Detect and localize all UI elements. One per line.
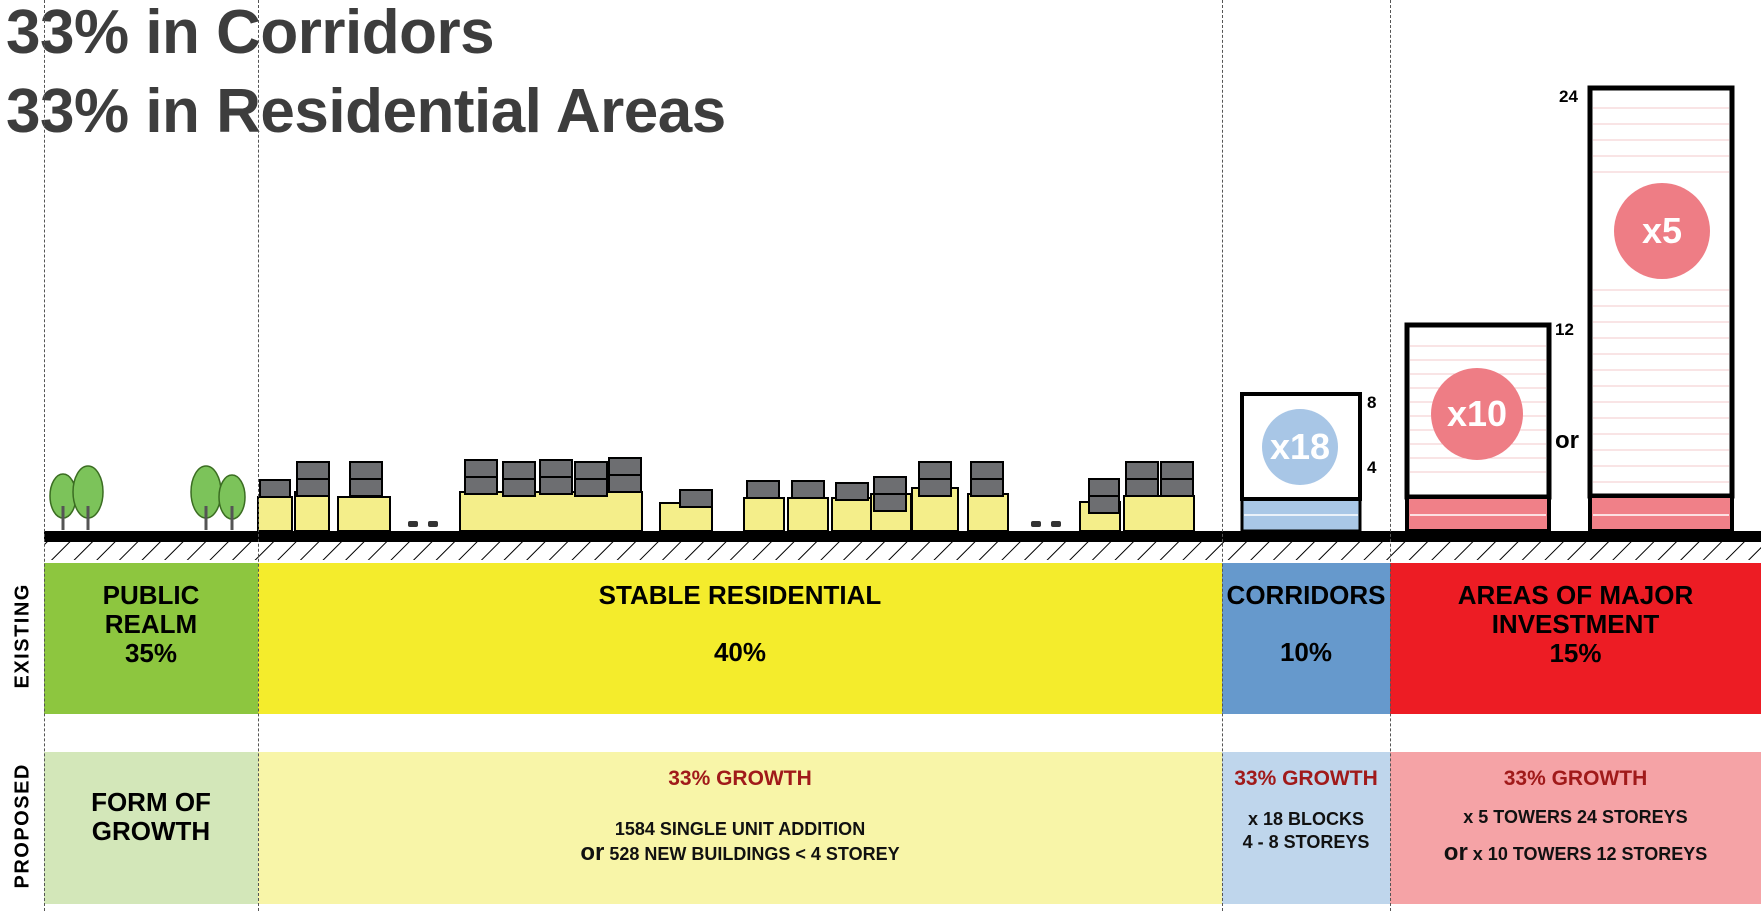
- storey-label-12: 12: [1555, 320, 1574, 339]
- house: [257, 496, 293, 532]
- side-label-proposed: PROPOSED: [11, 763, 34, 889]
- divider-line: [44, 0, 45, 911]
- divider-line: [1222, 0, 1223, 911]
- title-residential: 33% in Residential Areas: [6, 77, 726, 146]
- proposed-corridors-line1: x 18 BLOCKS: [1247, 809, 1365, 829]
- house: [743, 497, 785, 532]
- or-text: or: [1443, 839, 1468, 866]
- proposed-residential-line2: or 528 NEW BUILDINGS < 4 STOREY: [580, 839, 900, 866]
- or-text: or: [580, 839, 605, 866]
- existing-stable-residential-label: STABLE RESIDENTIAL: [598, 580, 882, 610]
- proposed-major-investment-line2: or x 10 TOWERS 12 STOREYS: [1443, 839, 1708, 866]
- existing-corridors-label: CORRIDORS: [1226, 580, 1386, 610]
- existing-corridors-percent: 10%: [1279, 637, 1333, 667]
- title-corridors: 33% in Corridors: [6, 0, 495, 67]
- proposed-major-investment-line1: x 5 TOWERS 24 STOREYS: [1463, 807, 1688, 827]
- existing-stable-residential-percent: 40%: [713, 637, 767, 667]
- house: [967, 493, 1009, 532]
- house: [1123, 495, 1195, 532]
- existing-corridors-band: [1222, 563, 1390, 714]
- tower-24-storeys: [1587, 85, 1735, 533]
- multiplier-x5-bubble: x5: [1614, 183, 1710, 279]
- storey-label-8: 8: [1367, 393, 1377, 412]
- house-row: [459, 491, 643, 532]
- or-label: or: [1555, 427, 1579, 454]
- side-label-existing: EXISTING: [11, 583, 34, 689]
- divider-line: [258, 0, 259, 911]
- tree-group-right: [190, 465, 246, 530]
- proposed-residential-line1: 1584 SINGLE UNIT ADDITION: [614, 819, 866, 839]
- unit-addition: [296, 461, 330, 480]
- proposed-corridors-band: [1222, 752, 1390, 904]
- proposed-major-investment-band: [1390, 752, 1761, 904]
- existing-major-investment-label: AREAS OF MAJOR INVESTMENT 15%: [1457, 580, 1694, 668]
- cars: [408, 521, 1061, 527]
- unit-addition: [349, 461, 383, 480]
- house: [831, 497, 873, 532]
- existing-public-realm-band: [44, 563, 258, 714]
- proposed-major-investment-growth: 33% GROWTH: [1503, 767, 1648, 790]
- residential-houses: [257, 457, 1195, 532]
- existing-major-investment-band: [1390, 563, 1761, 714]
- storey-label-4: 4: [1367, 458, 1377, 477]
- existing-public-realm-label: PUBLIC REALM 35%: [102, 580, 200, 668]
- proposed-corridors-growth: 33% GROWTH: [1234, 767, 1378, 790]
- multiplier-x18-bubble: x18: [1262, 409, 1338, 485]
- house: [337, 496, 391, 532]
- proposed-public-realm-band: [44, 752, 258, 904]
- storey-label-24: 24: [1559, 87, 1578, 106]
- multiplier-x10-bubble: x10: [1431, 368, 1523, 460]
- ground-line: [44, 531, 1761, 542]
- unit-addition: [349, 478, 383, 497]
- house: [294, 491, 330, 532]
- existing-stable-residential-band: [258, 563, 1222, 714]
- unit-addition: [259, 479, 291, 498]
- proposed-residential-growth: 33% GROWTH: [668, 767, 812, 790]
- section-elevation: [44, 85, 1761, 560]
- house: [787, 497, 829, 532]
- proposed-form-of-growth-label: FORM OF GROWTH: [91, 787, 211, 846]
- tree-group-left: [49, 465, 104, 530]
- divider-line: [1390, 0, 1391, 911]
- unit-addition: [296, 478, 330, 497]
- proposed-stable-residential-band: [258, 752, 1222, 904]
- ground-hatch: [44, 541, 1761, 560]
- proposed-corridors-line2: 4 - 8 STOREYS: [1242, 832, 1370, 852]
